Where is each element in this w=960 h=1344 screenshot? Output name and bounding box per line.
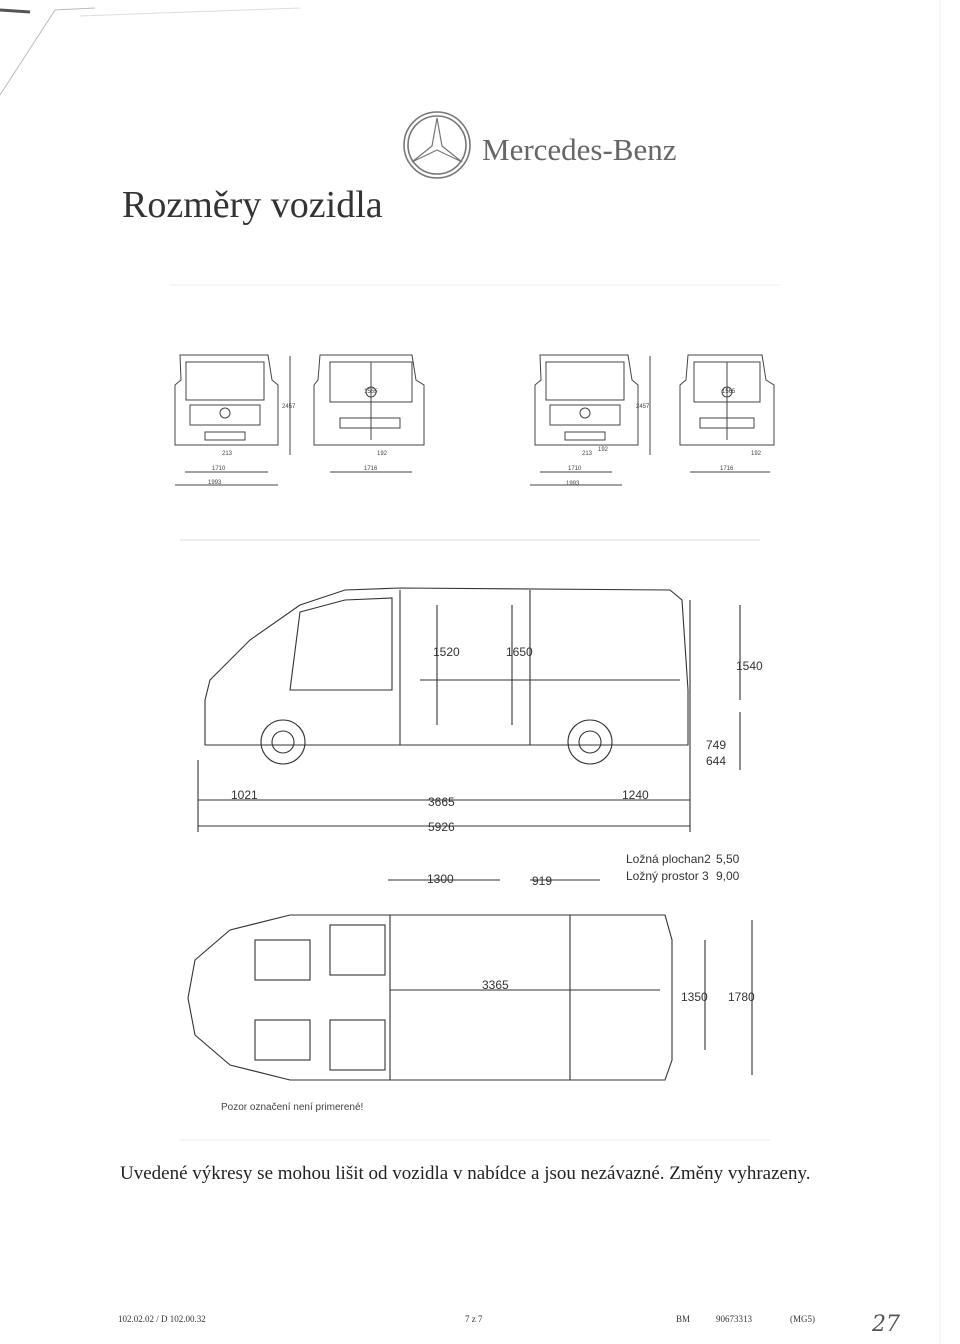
- small-label: 192: [377, 451, 388, 457]
- small-label: 213: [582, 451, 593, 457]
- ref-prefix: BM: [676, 1314, 691, 1324]
- small-label: 1565: [722, 389, 736, 395]
- width-label: 1993: [566, 481, 580, 487]
- cargo-length-label: 1520: [433, 645, 460, 659]
- brand-name: Mercedes-Benz: [482, 132, 677, 167]
- rear-overhang-label: 1240: [622, 788, 649, 802]
- width-label: 1993: [208, 480, 222, 486]
- front-view-drawings: [174, 354, 775, 486]
- cargo-volume-label: Ložný prostor 3: [626, 869, 709, 883]
- height-label: 2457: [282, 404, 296, 410]
- ref-suffix: (MG5): [790, 1314, 815, 1324]
- small-label: 192: [751, 451, 762, 457]
- width-label: 1716: [720, 466, 734, 472]
- step-height-label: 644: [706, 754, 727, 768]
- small-label: 192: [598, 447, 609, 453]
- page-number: 7 z 7: [465, 1314, 483, 1324]
- doc-code: 102.02.02 / D 102.00.32: [118, 1314, 206, 1324]
- page-title: Rozměry vozidla: [122, 184, 383, 226]
- handwritten-page-mark: 27: [872, 1312, 900, 1337]
- cargo-volume-value: 9,00: [716, 869, 740, 883]
- height-label: 2457: [636, 404, 650, 410]
- rear-height-label: 1540: [736, 659, 763, 673]
- step-height-label: 749: [706, 738, 727, 752]
- side-view-drawing: [197, 587, 741, 832]
- overall-length-label: 5926: [428, 820, 455, 834]
- cargo-length-label: 3365: [482, 978, 509, 992]
- small-label: 213: [222, 451, 233, 457]
- cargo-area-value: 5,50: [716, 852, 740, 866]
- mercedes-logo-icon: [403, 111, 471, 179]
- inner-width-label: 1350: [681, 990, 708, 1004]
- wheelbase-label: 3665: [428, 795, 455, 809]
- warning-note: Pozor označení není primerené!: [221, 1102, 364, 1113]
- cargo-height-label: 1650: [506, 645, 533, 659]
- front-overhang-label: 1021: [231, 788, 258, 802]
- cargo-area-label: Ložná plochan2: [626, 852, 711, 866]
- width-label: 1710: [568, 466, 582, 472]
- top-view-drawing: [187, 879, 753, 1081]
- disclaimer: Uvedené výkresy se mohou lišit od vozidl…: [120, 1163, 811, 1184]
- total-width-label: 1780: [728, 990, 755, 1004]
- door-width-label: 1300: [427, 872, 454, 886]
- width-label: 1716: [364, 466, 378, 472]
- rear-door-label: 919: [532, 874, 553, 888]
- ref-number: 90673313: [716, 1314, 752, 1324]
- small-label: 1565: [364, 389, 378, 395]
- width-label: 1710: [212, 466, 226, 472]
